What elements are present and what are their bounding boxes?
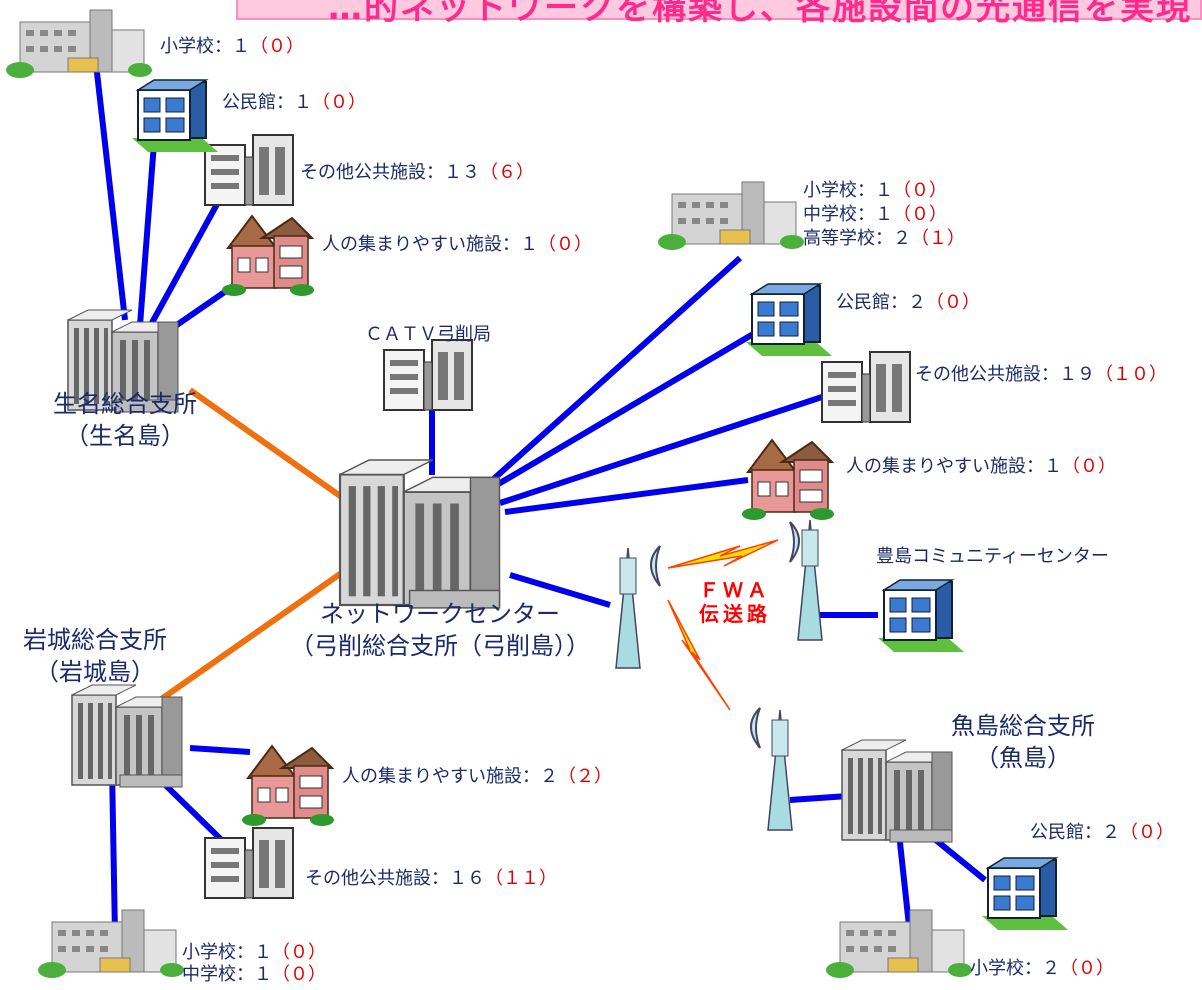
fwa-lightning	[667, 539, 779, 711]
iwagi-gather-label: 人の集まりやすい施設：２（２）	[342, 766, 612, 788]
ikuna-branch-name: 生名総合支所	[53, 390, 197, 418]
facility-name: その他公共施設：１６	[305, 868, 485, 889]
facility-count: （１０）	[1095, 364, 1167, 385]
facility-name: その他公共施設：１３	[300, 162, 480, 183]
uoshima-island-name: （魚島）	[975, 744, 1071, 772]
iwagi-branch-name: 岩城総合支所	[23, 626, 167, 654]
facility-count: （０）	[926, 292, 980, 313]
uoshima-branch-name: 魚島総合支所	[951, 712, 1095, 740]
facility-name: 中学校：１	[182, 964, 272, 985]
ikuna-school-label: 小学校：１（０）	[160, 36, 304, 58]
fwa-label-line2: 伝送路	[699, 602, 771, 626]
iwagi-gather-house-icon	[241, 745, 335, 827]
yuge-hall-label: 公民館：２（０）	[836, 292, 980, 314]
facility-count: （０）	[272, 964, 326, 985]
facility-count: （６）	[480, 162, 534, 183]
facility-count: （１）	[911, 228, 965, 249]
catv-label: ＣＡＴＶ弓削局	[365, 324, 491, 345]
facility-count: （０）	[893, 180, 947, 201]
iwagi-other-office-icon	[204, 827, 294, 899]
ikuna-other-label: その他公共施設：１３（６）	[300, 162, 534, 184]
uo-school-icon	[825, 909, 973, 979]
yuge-gather-label: 人の集まりやすい施設：１（０）	[846, 456, 1116, 478]
yuge-school-label-1: 小学校：１（０）	[803, 180, 947, 202]
ikuna-gather-label: 人の集まりやすい施設：１（０）	[322, 234, 592, 256]
ikuna-hall-icon	[131, 79, 219, 153]
facility-name: 人の集まりやすい施設：１	[846, 456, 1062, 477]
facility-count: （２）	[558, 766, 612, 787]
banner-title: …的ネットワークを構築し、各施設間の光通信を実現	[328, 0, 1192, 28]
network-center-label: ネットワークセンター （弓削総合支所（弓削島））	[270, 598, 610, 662]
yuge-fwa-tower-icon	[615, 547, 641, 669]
antenna-dishes	[650, 521, 800, 749]
toyoshima-hall-icon	[877, 579, 965, 653]
facility-count: （１１）	[485, 868, 557, 889]
iwagi-island-name: （岩城島）	[35, 658, 155, 686]
facility-count: （０）	[893, 204, 947, 225]
catv-office-icon	[383, 339, 473, 411]
facility-name: 公民館：２	[836, 292, 926, 313]
facility-name: 小学校：１	[160, 36, 250, 57]
uoshima-fwa-tower-icon	[767, 709, 793, 831]
uo-hall-label: 公民館：２（０）	[1030, 822, 1174, 844]
backbone-links	[158, 387, 362, 703]
facility-name: 小学校：１	[803, 180, 893, 201]
facility-name: 中学校：１	[803, 204, 893, 225]
ikuna-school-icon	[5, 9, 153, 79]
facility-count: （０）	[1120, 822, 1174, 843]
iwagi-branch-label: 岩城総合支所 （岩城島）	[0, 624, 190, 688]
iwagi-school-label-1: 小学校：１（０）	[182, 942, 326, 964]
facility-name: 高等学校：２	[803, 228, 911, 249]
facility-name: 公民館：１	[222, 92, 312, 113]
yuge-other-office-icon	[821, 351, 911, 423]
iwagi-other-label: その他公共施設：１６（１１）	[305, 868, 557, 890]
iwagi-building-icon	[71, 684, 183, 788]
facility-name: 人の集まりやすい施設：１	[322, 234, 538, 255]
yuge-gather-house-icon	[741, 439, 835, 521]
network-center-building-icon	[338, 458, 501, 609]
facility-count: （０）	[538, 234, 592, 255]
iwagi-school-icon	[37, 909, 185, 979]
uo-hall-icon	[981, 857, 1069, 931]
yuge-school-icon	[657, 181, 805, 251]
facility-count: （０）	[272, 942, 326, 963]
network-center-name: ネットワークセンター	[320, 600, 560, 628]
ikuna-branch-label: 生名総合支所 （生名島）	[20, 388, 230, 452]
fwa-label-line1: ＦＷＡ	[699, 578, 771, 602]
facility-count: （０）	[250, 36, 304, 57]
network-center-location: （弓削総合支所（弓削島））	[290, 632, 590, 660]
ikuna-hall-label: 公民館：１（０）	[222, 92, 366, 114]
toyoshima-fwa-tower-icon	[797, 519, 823, 641]
yuge-school-label-2: 中学校：１（０）	[803, 204, 947, 226]
facility-name: 人の集まりやすい施設：２	[342, 766, 558, 787]
facility-name: その他公共施設：１９	[915, 364, 1095, 385]
facility-count: （０）	[1060, 958, 1114, 979]
uoshima-branch-label: 魚島総合支所 （魚島）	[918, 710, 1128, 774]
iwagi-school-label-2: 中学校：１（０）	[182, 964, 326, 986]
ikuna-island-name: （生名島）	[65, 422, 185, 450]
ikuna-other-office-icon	[204, 134, 294, 206]
yuge-other-label: その他公共施設：１９（１０）	[915, 364, 1167, 386]
facility-name: 小学校：１	[182, 942, 272, 963]
uo-school-label: 小学校：２（０）	[970, 958, 1114, 980]
title-banner: …的ネットワークを構築し、各施設間の光通信を実現	[236, 0, 1202, 28]
yuge-school-label-3: 高等学校：２（１）	[803, 228, 965, 250]
toyoshima-label: 豊島コミュニティーセンター	[876, 546, 1109, 567]
facility-count: （０）	[312, 92, 366, 113]
facility-name: 小学校：２	[970, 958, 1060, 979]
facility-name: 公民館：２	[1030, 822, 1120, 843]
facility-count: （０）	[1062, 456, 1116, 477]
yuge-hall-icon	[745, 283, 833, 357]
ikuna-gather-house-icon	[221, 215, 315, 297]
fwa-label: ＦＷＡ 伝送路	[690, 578, 780, 626]
